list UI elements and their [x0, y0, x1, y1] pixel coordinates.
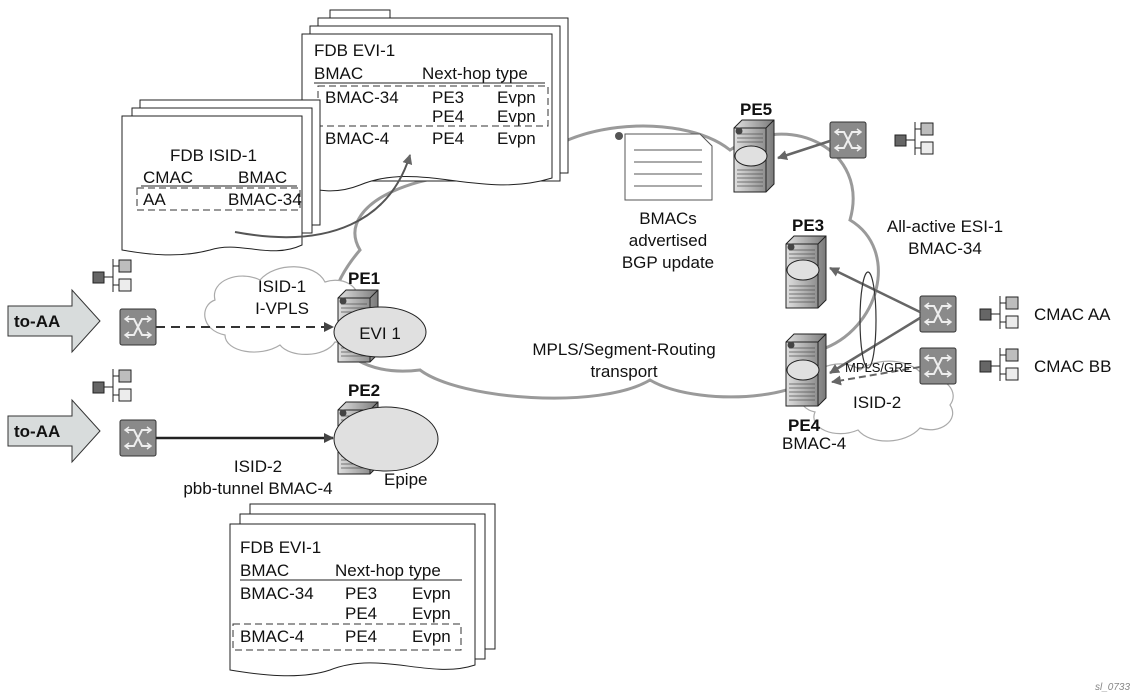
router-pe2-label: PE2 [348, 381, 380, 400]
switch-cmac-bb-icon [919, 347, 957, 385]
to-aa-top-label: to-AA [14, 312, 60, 331]
fdb-evi-bottom-row-bmac: BMAC-34 [240, 584, 314, 603]
core-line1: MPLS/Segment-Routing [532, 340, 715, 359]
fdb-evi-bottom-row-type: Evpn [412, 627, 451, 646]
fdb-isid-col-bmac: BMAC [238, 168, 287, 187]
pe4-bmac-label: BMAC-4 [782, 434, 846, 453]
isid2-right-label: ISID-2 [853, 393, 901, 412]
router-pe5-label: PE5 [740, 100, 772, 119]
hosts-pe5-icon [894, 121, 934, 156]
epipe-ellipse [333, 406, 439, 472]
fdb-isid-row-cmac: AA [143, 190, 166, 209]
fdb-evi-top-row-nexthop: PE4 [432, 129, 464, 148]
switch-cmac-aa-icon [919, 295, 957, 333]
fdb-evi-top-row-bmac: BMAC-4 [325, 129, 389, 148]
figure-id: sl_0733 [1095, 682, 1130, 692]
switch-pe5-icon [829, 121, 867, 159]
fdb-evi-bottom-title: FDB EVI-1 [240, 538, 321, 557]
pe5-link [777, 139, 831, 160]
router-pe1-label: PE1 [348, 269, 380, 288]
to-aa-top-arrow [7, 288, 101, 354]
fdb-evi-top-row-type: Evpn [497, 129, 536, 148]
fdb-link-arrow [234, 154, 413, 239]
mpls-gre-label: MPLS/GRE [845, 360, 913, 375]
bgp-update-line3: BGP update [622, 253, 714, 272]
fdb-evi-bottom-row-type: Evpn [412, 584, 451, 603]
fdb-evi-bottom-row-nexthop: PE3 [345, 584, 377, 603]
fdb-evi-bottom-row-nexthop: PE4 [345, 604, 377, 623]
fdb-evi-top-row-type: Evpn [497, 107, 536, 126]
fdb-isid-table: FDB ISID-1 CMAC BMAC AA BMAC-34 [121, 99, 321, 256]
esi-bundle [859, 271, 877, 369]
isid2-left-line2: pbb-tunnel BMAC-4 [183, 479, 332, 498]
to-aa-bottom-label: to-AA [14, 422, 60, 441]
hosts-cmac-aa-icon [979, 295, 1019, 330]
fdb-evi-bottom-row-bmac: BMAC-4 [240, 627, 304, 646]
bgp-update-line2: advertised [629, 231, 707, 250]
bgp-update-icon [615, 132, 713, 201]
fdb-evi-top-col-nexthop: Next-hop type [422, 64, 528, 83]
fdb-evi-top-title: FDB EVI-1 [314, 41, 395, 60]
fdb-evi-bottom-col-bmac: BMAC [240, 561, 289, 580]
router-pe4-label: PE4 [788, 416, 821, 435]
fdb-isid-row-bmac: BMAC-34 [228, 190, 302, 209]
switch-left-top-icon [119, 308, 157, 346]
to-aa-bottom-arrow [7, 398, 101, 464]
hosts-top-left-icon [92, 258, 132, 293]
hosts-bottom-left-icon [92, 368, 132, 403]
isid1-line2: I-VPLS [255, 299, 309, 318]
fdb-evi-bottom-col-nexthop: Next-hop type [335, 561, 441, 580]
fdb-evi-top-row-type: Evpn [497, 88, 536, 107]
switch-left-bottom-icon [119, 419, 157, 457]
hosts-cmac-bb-icon [979, 347, 1019, 382]
fdb-evi-top-col-bmac: BMAC [314, 64, 363, 83]
cmac-aa-label: CMAC AA [1034, 305, 1111, 324]
bgp-update-line1: BMACs [639, 209, 697, 228]
esi-link-pe3 [829, 266, 921, 314]
epipe-label: Epipe [384, 470, 427, 489]
fdb-evi-bottom-table: FDB EVI-1 BMAC Next-hop type BMAC-34 PE3… [229, 503, 496, 677]
fdb-evi-bottom-row-nexthop: PE4 [345, 627, 377, 646]
router-pe3-label: PE3 [792, 216, 824, 235]
isid1-line1: ISID-1 [258, 277, 306, 296]
fdb-evi-top-row-nexthop: PE4 [432, 107, 464, 126]
esi-line2: BMAC-34 [908, 239, 982, 258]
esi-line1: All-active ESI-1 [887, 217, 1003, 236]
mpls-gre-link [831, 366, 921, 386]
isid2-left-line1: ISID-2 [234, 457, 282, 476]
fdb-evi-top-row-nexthop: PE3 [432, 88, 464, 107]
fdb-isid-title: FDB ISID-1 [170, 146, 257, 165]
evi-label: EVI 1 [359, 324, 401, 343]
fdb-evi-bottom-row-type: Evpn [412, 604, 451, 623]
fdb-isid-col-cmac: CMAC [143, 168, 193, 187]
fdb-evi-top-table: FDB EVI-1 BMAC Next-hop type BMAC-34 PE3… [301, 9, 569, 192]
evi1-ellipse [333, 306, 427, 358]
core-line2: transport [590, 362, 657, 381]
cmac-bb-label: CMAC BB [1034, 357, 1111, 376]
fdb-evi-top-row-bmac: BMAC-34 [325, 88, 399, 107]
